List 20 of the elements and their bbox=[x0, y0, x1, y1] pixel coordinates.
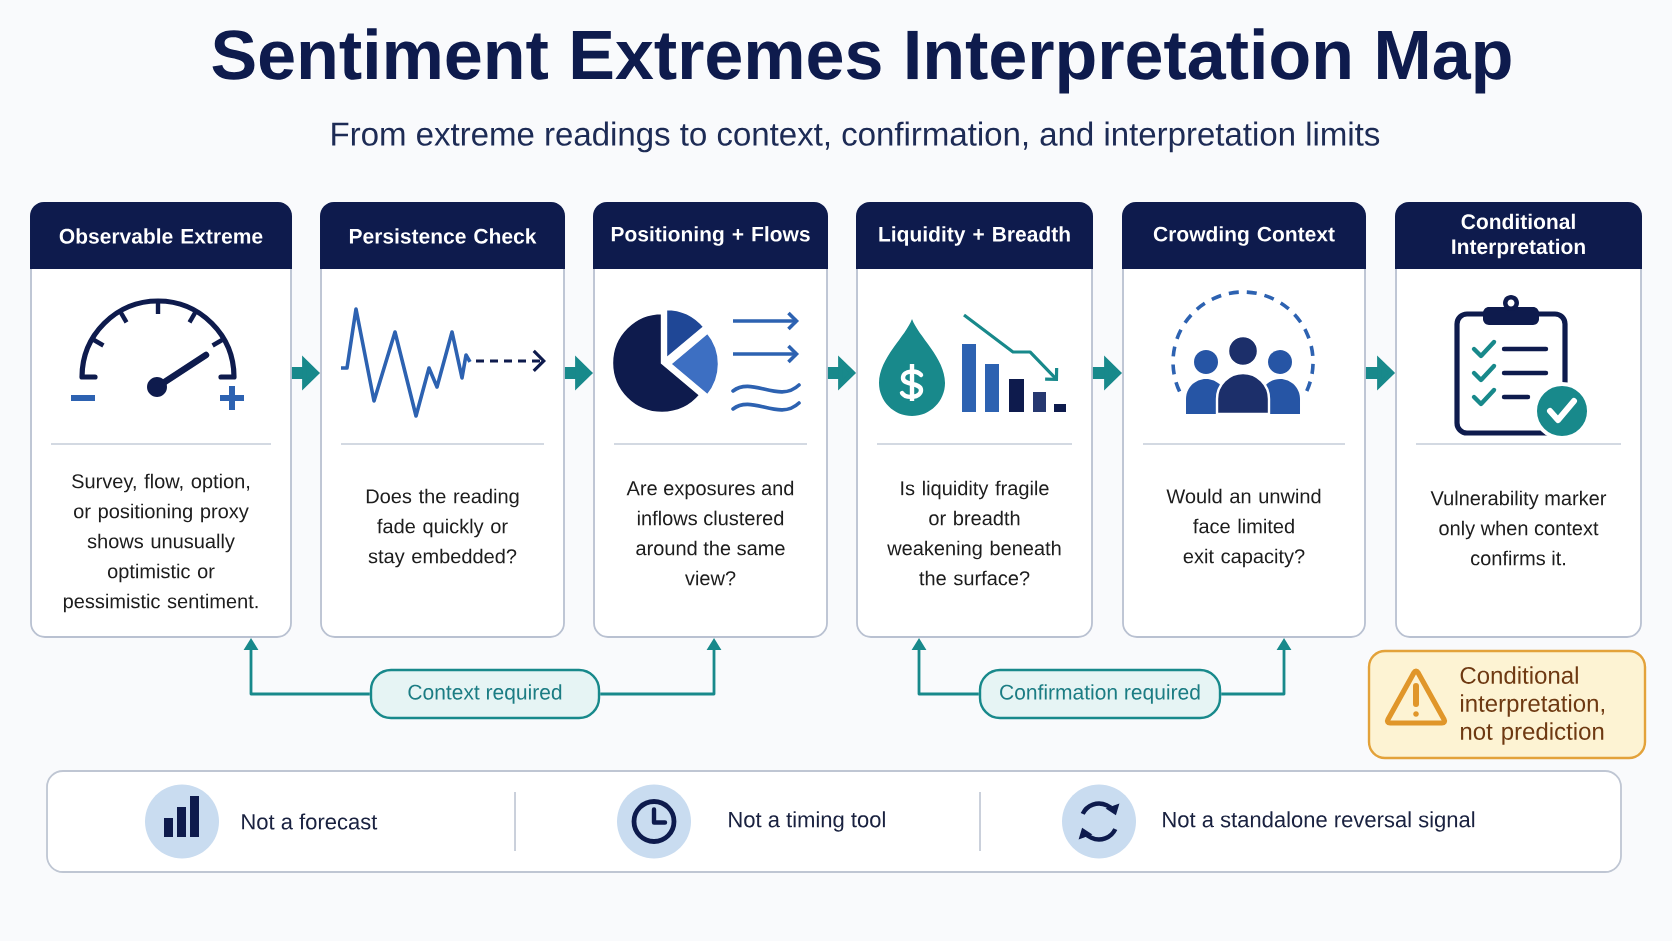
title: Sentiment Extremes Interpretation Map bbox=[212, 28, 1511, 94]
pill-label: Confirmation required bbox=[978, 668, 1222, 720]
note-text: Not a standalone reversal signal bbox=[1163, 811, 1475, 832]
card-text: Survey, flow, option, or positioning proxy shows unusually optimistic or pessimistic sentiment. bbox=[63, 473, 258, 613]
card-header: Observable Extreme bbox=[30, 202, 292, 269]
card-text: Would an unwind face limited exit capacity? bbox=[1166, 488, 1321, 568]
pill-label: Context required bbox=[369, 668, 601, 720]
note-text: Not a timing tool bbox=[729, 811, 885, 832]
card-text: Is liquidity fragile or breadth weakening beneath the surface? bbox=[887, 480, 1061, 586]
note-text: Not a forecast bbox=[242, 813, 378, 830]
card-header: Conditional Interpretation bbox=[1395, 202, 1642, 269]
card-header: Liquidity + Breadth bbox=[856, 202, 1093, 269]
card-header: Crowding Context bbox=[1122, 202, 1366, 269]
subtitle: From extreme readings to context, confirmation, and interpretation limits bbox=[332, 121, 1380, 153]
card-text: Are exposures and inflows clustered around the same view? bbox=[626, 480, 794, 586]
card-text: Does the reading fade quickly or stay embedded? bbox=[366, 488, 519, 568]
card-text: Vulnerability marker only when context confirms it. bbox=[1430, 490, 1607, 566]
card-header: Positioning + Flows bbox=[593, 202, 828, 269]
card-header: Persistence Check bbox=[320, 202, 565, 269]
warning-box: Conditional interpretation, not prediction bbox=[1367, 649, 1647, 760]
